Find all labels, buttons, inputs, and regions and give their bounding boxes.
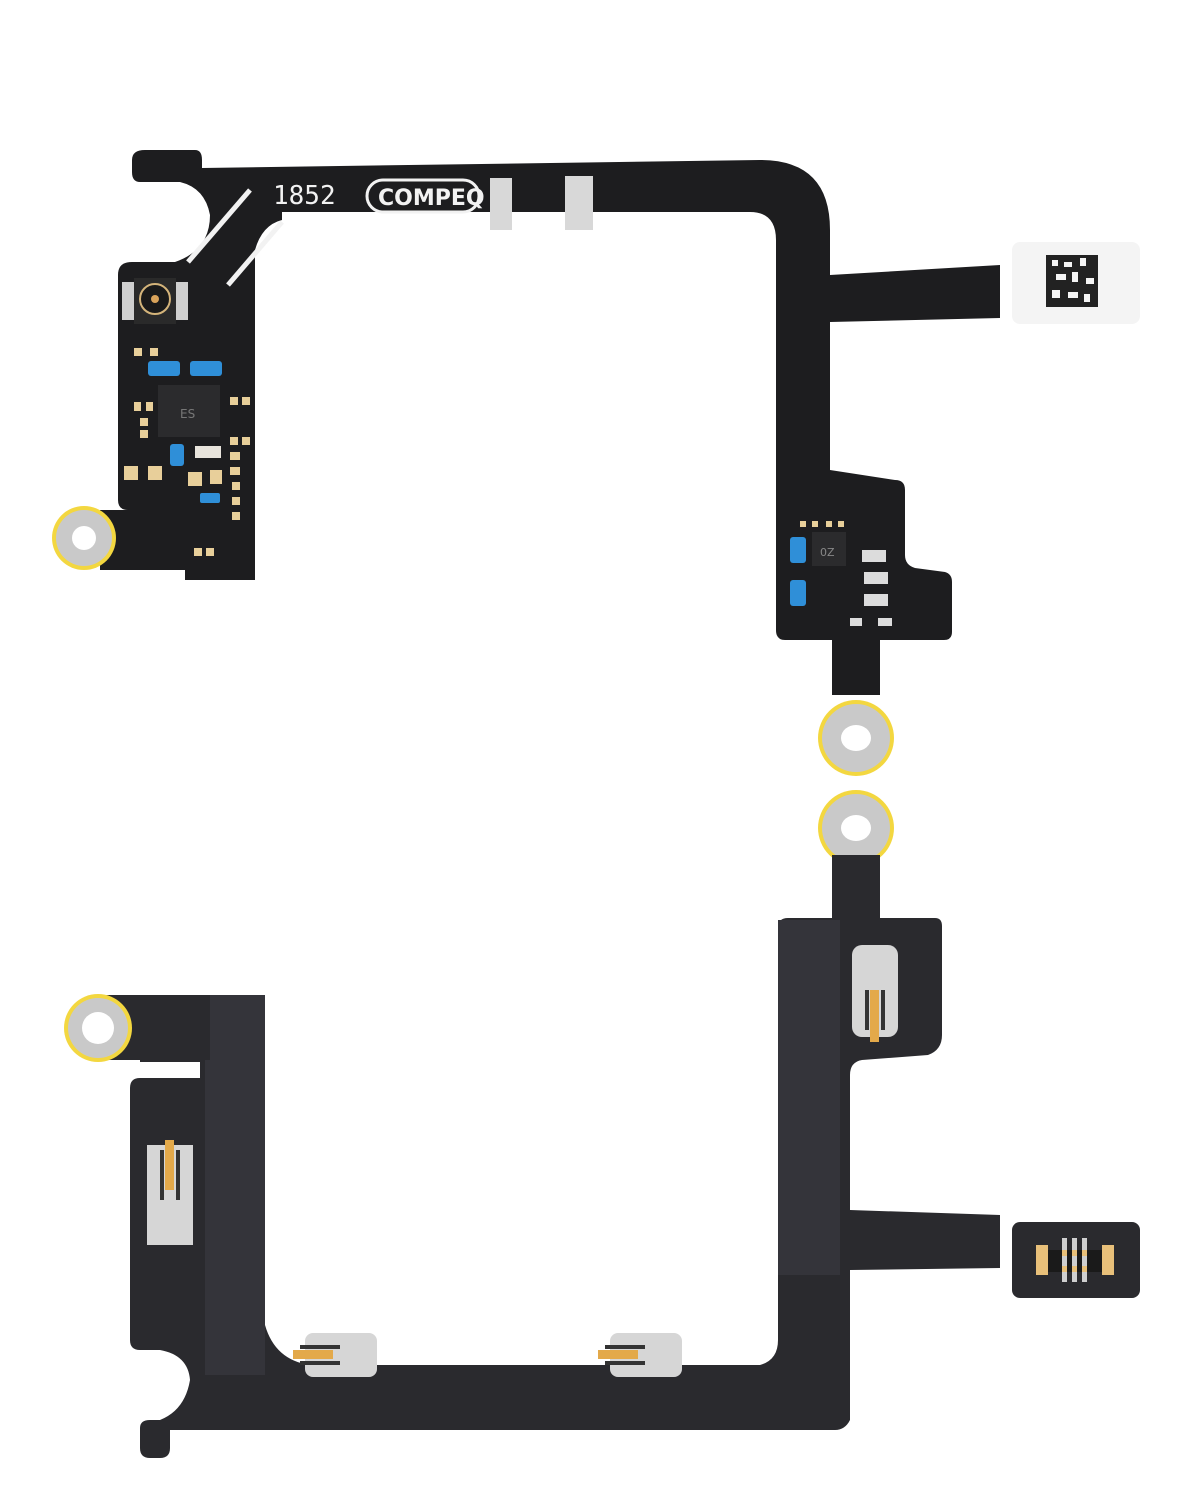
ic-chip-right — [812, 532, 846, 566]
grounding-ring-upper-left — [52, 506, 190, 570]
blue-capacitor — [790, 537, 806, 563]
blue-capacitor — [148, 361, 180, 376]
stiffener-right — [778, 920, 840, 1275]
passive-components — [850, 550, 892, 626]
silkscreen-brand: COMPEQ — [378, 186, 485, 211]
shield-pad — [490, 178, 512, 230]
coax-connector-pin — [151, 295, 159, 303]
silkscreen-line — [226, 220, 284, 287]
blue-capacitor — [190, 361, 222, 376]
upper-flex-cable: 1852 COMPEQ ES — [118, 150, 1140, 695]
grounding-ring-hole — [841, 815, 871, 841]
solder-pads — [800, 521, 844, 527]
shield-pad — [565, 176, 593, 230]
lower-flex-cable — [64, 790, 1140, 1458]
datamatrix-code — [1046, 255, 1098, 307]
stiffener-left — [205, 995, 265, 1375]
ic-marking-left: ES — [180, 407, 195, 421]
blue-capacitor — [170, 444, 184, 466]
silkscreen-number: 1852 — [273, 181, 336, 211]
spring-contact-bottom-right — [598, 1333, 682, 1377]
ic-marking-right: 0Z — [820, 546, 835, 559]
upper-flex-body — [118, 150, 1000, 695]
silkscreen-line — [186, 188, 252, 264]
brand-badge-outline — [365, 178, 481, 214]
spring-contact-right — [852, 945, 898, 1042]
ic-chip-left — [158, 385, 220, 437]
blue-capacitor — [200, 493, 220, 503]
btb-connector — [1036, 1238, 1114, 1282]
grounding-ring-upper-right — [818, 700, 894, 776]
spring-contact-left — [147, 1140, 193, 1245]
solder-pads — [124, 348, 250, 556]
blue-capacitor — [790, 580, 806, 606]
resistor — [195, 446, 221, 458]
spring-contact-bottom-left — [293, 1333, 377, 1377]
grounding-ring-hole — [82, 1012, 114, 1044]
